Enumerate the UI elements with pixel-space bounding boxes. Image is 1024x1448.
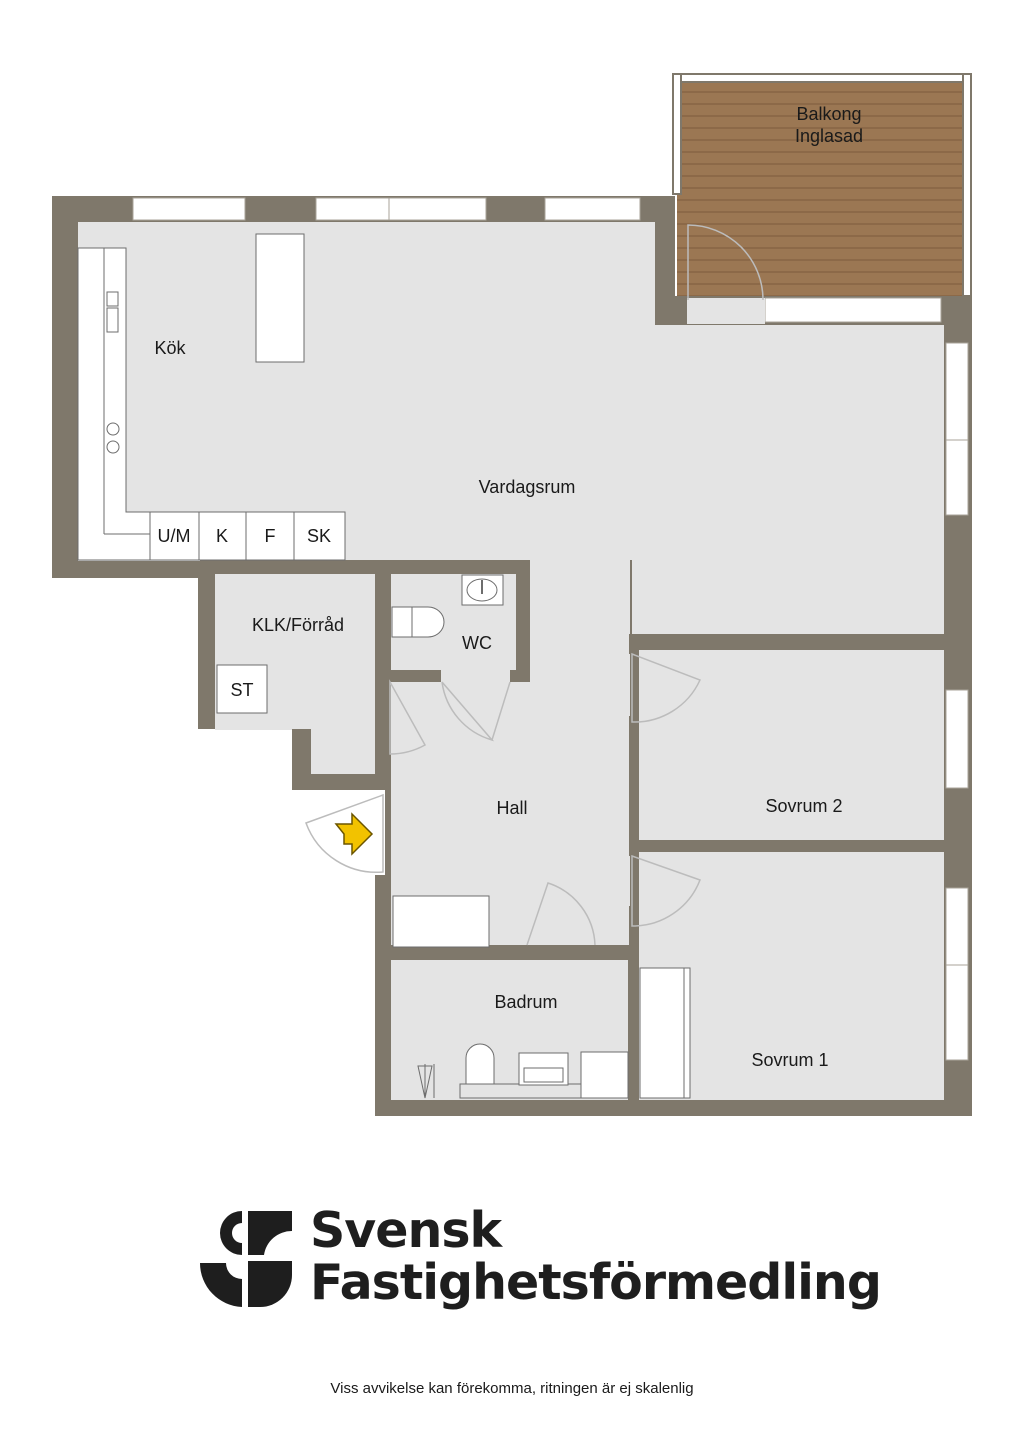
- interior-walls: [200, 560, 972, 1100]
- disclaimer-text: Viss avvikelse kan förekomma, ritningen …: [330, 1380, 694, 1397]
- balcony: [672, 73, 972, 310]
- room-label-wc: WC: [462, 633, 492, 653]
- room-label-vardagsrum: Vardagsrum: [479, 477, 576, 497]
- appliance-label-sk: SK: [307, 526, 331, 546]
- room-label-kok: Kök: [154, 338, 186, 358]
- room-label-klk-forrad: KLK/Förråd: [252, 615, 344, 635]
- appliance-label-st: ST: [230, 680, 253, 700]
- brand-wordmark: Svensk Fastighetsförmedling: [310, 1202, 882, 1311]
- balcony-door[interactable]: [687, 224, 765, 324]
- brand-logo: Svensk Fastighetsförmedling: [198, 1205, 882, 1315]
- appliance-label-f: F: [265, 526, 276, 546]
- room-label-balkong: Balkong: [796, 104, 861, 124]
- hall-wardrobe: [392, 895, 490, 948]
- appliance-label-um: U/M: [158, 526, 191, 546]
- kitchen-counter: [77, 247, 346, 561]
- storage-unit: [216, 664, 268, 714]
- floor-plan: Balkong Inglasad Kök Vardagsrum KLK/Förr…: [52, 73, 972, 1116]
- brand-line-1: Svensk: [310, 1202, 502, 1259]
- wc-fixtures: [391, 574, 504, 638]
- appliance-label-k: K: [216, 526, 228, 546]
- entrance-arrow-icon: [334, 812, 374, 856]
- room-label-badrum: Badrum: [494, 992, 557, 1012]
- brand-line-2: Fastighetsförmedling: [310, 1254, 882, 1311]
- room-label-sovrum1: Sovrum 1: [751, 1050, 828, 1070]
- room-label-sovrum2: Sovrum 2: [765, 796, 842, 816]
- kitchen-island: [255, 233, 305, 363]
- bedroom1-wardrobe: [639, 967, 691, 1099]
- room-label-hall: Hall: [496, 798, 527, 818]
- windows: [132, 197, 969, 1061]
- room-label-inglasad: Inglasad: [795, 126, 863, 146]
- brand-mark-icon: [199, 1211, 292, 1307]
- bath-fixtures: [417, 1043, 629, 1099]
